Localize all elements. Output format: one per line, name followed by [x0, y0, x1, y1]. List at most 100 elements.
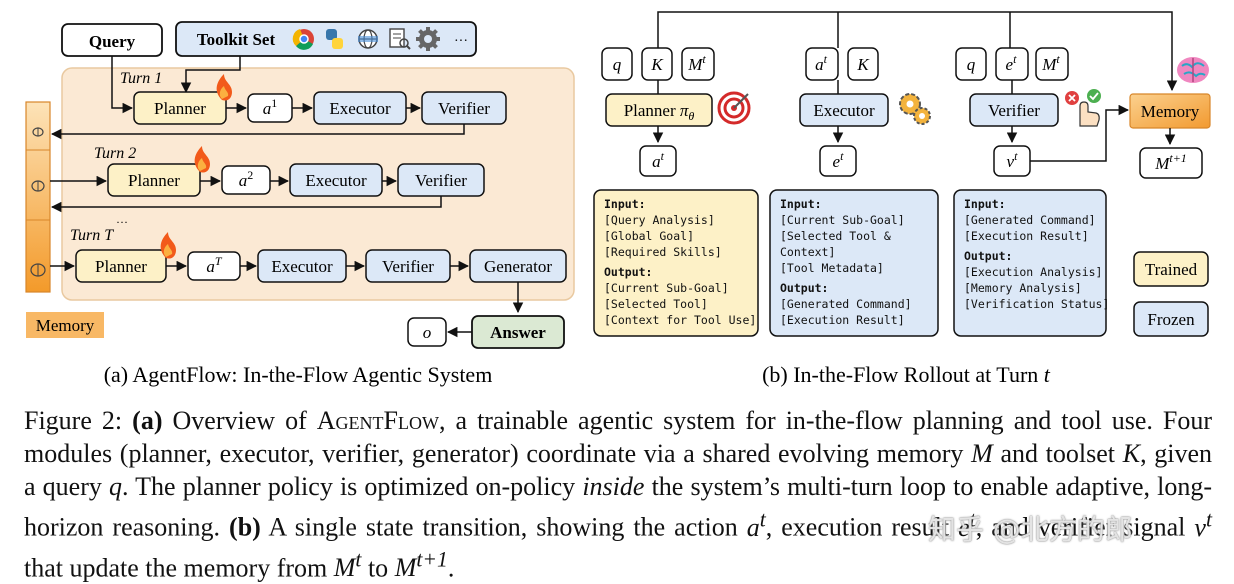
output-box [407, 317, 447, 347]
flame-icon [194, 146, 210, 173]
query-label: Query [89, 32, 136, 51]
figure-caption: Figure 2: (a) Overview of AgentFlow, a t… [24, 406, 1213, 583]
output-e-t [819, 145, 857, 177]
input-m-verifier [1035, 47, 1069, 81]
flame-icon [216, 74, 232, 101]
svg-text:Verifier: Verifier [438, 99, 490, 118]
svg-text:a2: a2 [239, 168, 254, 190]
flame-icon [160, 232, 176, 259]
turn-dots: ··· [116, 215, 128, 229]
svg-text:K: K [650, 55, 664, 74]
right-panel: q K Mt Planner πθ at at K Executor [593, 11, 1211, 387]
svg-text:Verifier: Verifier [382, 257, 434, 276]
svg-text:[Execution Result]: [Execution Result] [964, 229, 1089, 243]
output-m-t1 [1139, 147, 1203, 179]
svg-text:et: et [1006, 52, 1018, 74]
input-a-executor [805, 47, 839, 81]
turn-2-label: Turn 2 [94, 145, 136, 162]
brain-icon [30, 263, 46, 277]
web-icon [358, 29, 378, 49]
svg-text:Executor: Executor [329, 99, 391, 118]
svg-text:[Execution Analysis]: [Execution Analysis] [964, 265, 1102, 279]
input-k-executor [847, 47, 879, 81]
svg-text:[Current Sub-Goal]: [Current Sub-Goal] [780, 213, 905, 227]
verifier-card [953, 189, 1107, 337]
svg-text:Executor: Executor [271, 257, 333, 276]
svg-text:[Tool Metadata]: [Tool Metadata] [780, 261, 884, 275]
svg-text:at: at [815, 52, 828, 74]
turn-1-label: Turn 1 [120, 70, 162, 87]
svg-text:Mt: Mt [687, 52, 706, 74]
svg-text:Context]: Context] [780, 245, 835, 259]
svg-text:vt: vt [1007, 149, 1019, 171]
svg-text:Mt: Mt [1041, 52, 1060, 74]
python-icon [326, 29, 343, 49]
svg-text:Frozen: Frozen [1147, 310, 1195, 329]
toolkit-ellipsis: ··· [454, 34, 468, 49]
svg-text:Trained: Trained [1145, 260, 1198, 279]
svg-text:[Required Skills]: [Required Skills] [604, 245, 722, 259]
svg-text:[Current Sub-Goal]: [Current Sub-Goal] [604, 281, 729, 295]
executor-box-right [799, 93, 889, 127]
input-q-verifier [955, 47, 987, 81]
input-q-planner [601, 47, 633, 81]
svg-text:[Context for Tool Use]: [Context for Tool Use] [604, 313, 756, 327]
memory-legend [26, 312, 104, 338]
svg-text:[Memory Analysis]: [Memory Analysis] [964, 281, 1082, 295]
svg-text:Planner: Planner [95, 257, 147, 276]
planner-box-turn-2 [107, 163, 201, 197]
action-box-turn-2 [221, 165, 271, 195]
svg-text:Input:: Input: [604, 197, 646, 211]
svg-text:q: q [613, 55, 622, 74]
svg-text:Output:: Output: [780, 281, 828, 295]
svg-text:Memory: Memory [1141, 102, 1200, 121]
brain-icon [32, 127, 44, 137]
legend-frozen [1133, 301, 1209, 337]
svg-text:Mt+1: Mt+1 [1154, 151, 1187, 173]
input-m-planner [681, 47, 715, 81]
answer-label: Answer [490, 323, 546, 342]
svg-text:Executor: Executor [813, 101, 875, 120]
svg-text:Planner: Planner [128, 171, 180, 190]
svg-text:Verifier: Verifier [415, 171, 467, 190]
brain-icon [31, 180, 45, 192]
svg-text:[Generated Command]: [Generated Command] [964, 213, 1096, 227]
verifier-box-right [969, 93, 1059, 127]
svg-text:o: o [423, 323, 432, 342]
turn-t-label: Turn T [70, 227, 114, 244]
planner-label: Planner [154, 99, 206, 118]
check-cross-hand-icon [1065, 89, 1101, 127]
right-caption: (b) In-the-Flow Rollout at Turn t [762, 362, 1051, 387]
svg-text:Input:: Input: [964, 197, 1006, 211]
svg-text:et: et [833, 149, 845, 171]
svg-text:aT: aT [206, 254, 223, 276]
planner-policy-box [605, 93, 713, 127]
svg-text:Generator: Generator [484, 257, 552, 276]
left-panel: Query Toolkit Set [25, 21, 575, 387]
toolkit-to-planner-arrow [180, 56, 241, 94]
svg-text:Planner πθ: Planner πθ [624, 101, 695, 123]
legend-trained [1133, 251, 1209, 287]
svg-text:q: q [967, 55, 976, 74]
svg-text:Input:: Input: [780, 197, 822, 211]
output-a-t [639, 145, 677, 177]
input-k-planner [641, 47, 673, 81]
svg-text:Output:: Output: [604, 265, 652, 279]
svg-text:Verifier: Verifier [988, 101, 1040, 120]
executor-box-turn-2 [289, 163, 383, 197]
executor-card [769, 189, 939, 337]
svg-text:[Query Analysis]: [Query Analysis] [604, 213, 715, 227]
svg-text:at: at [652, 149, 665, 171]
gears-icon [899, 93, 931, 125]
planner-card [593, 189, 759, 337]
target-icon [717, 91, 751, 125]
svg-text:[Global Goal]: [Global Goal] [604, 229, 694, 243]
toolkit-label: Toolkit Set [197, 30, 276, 49]
watermark: 知乎 @北方的郎 [928, 513, 1133, 546]
svg-text:a1: a1 [263, 96, 278, 118]
brain-icon [1177, 57, 1209, 83]
svg-text:[Verification Status]: [Verification Status] [964, 297, 1109, 311]
gear-icon [416, 27, 440, 51]
svg-text:[Generated Command]: [Generated Command] [780, 297, 912, 311]
svg-text:Executor: Executor [305, 171, 367, 190]
